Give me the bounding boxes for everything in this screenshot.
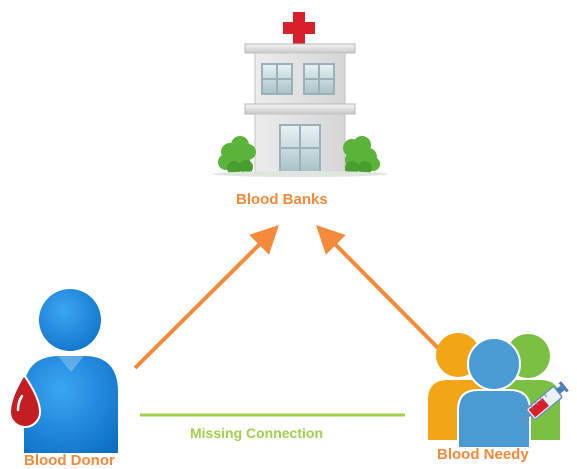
blood-donor-label: Blood Donor bbox=[24, 452, 115, 469]
syringe-icon bbox=[519, 381, 569, 424]
blood-needy-label: Blood Needy bbox=[437, 446, 529, 463]
hospital-icon bbox=[212, 12, 388, 177]
missing-connection-label: Missing Connection bbox=[190, 425, 323, 441]
needy-to-banks-arrow bbox=[316, 225, 442, 352]
blood-banks-label: Blood Banks bbox=[236, 191, 328, 208]
blood-donor-icon bbox=[24, 289, 118, 453]
blood-drop-icon bbox=[8, 373, 42, 428]
donor-to-banks-arrow bbox=[133, 225, 279, 370]
people-group-icon bbox=[428, 333, 560, 449]
